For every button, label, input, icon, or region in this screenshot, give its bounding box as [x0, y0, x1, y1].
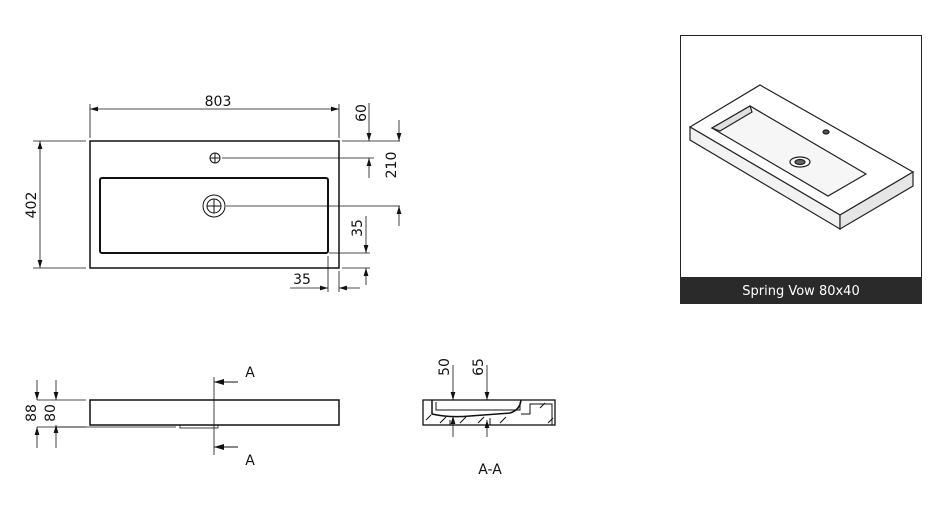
- drain-offset-dimension: 210: [384, 152, 400, 179]
- caption-bar: [680, 277, 922, 304]
- body-height-dimension: 80: [43, 404, 59, 422]
- product-caption: Spring Vow 80x40: [742, 284, 859, 299]
- basin-margin-side-dimension: 35: [293, 272, 311, 288]
- basin-margin-bottom-dimension: 35: [350, 219, 366, 237]
- product-image: Spring Vow 80x40: [680, 35, 922, 304]
- basin-outline: [99, 177, 329, 254]
- section-title: A-A: [478, 462, 502, 478]
- sink-isometric-illustration: [688, 84, 915, 231]
- width-dimension: 803: [205, 94, 232, 110]
- top-view: [33, 103, 402, 292]
- total-height-dimension: 88: [24, 404, 40, 422]
- section-label-top: A: [245, 365, 255, 381]
- section-depth-dimension-2: 65: [471, 358, 487, 376]
- side-view: [34, 377, 340, 455]
- tap-hole-icon: [209, 152, 221, 164]
- section-label-bottom: A: [245, 453, 255, 469]
- section-view: [422, 365, 556, 437]
- section-depth-dimension-1: 50: [437, 358, 453, 376]
- tap-hole-offset-dimension: 60: [354, 104, 370, 122]
- drain-icon: [202, 194, 226, 218]
- depth-dimension: 402: [24, 192, 40, 219]
- side-outline: [89, 399, 340, 426]
- sink-outline: [89, 140, 340, 269]
